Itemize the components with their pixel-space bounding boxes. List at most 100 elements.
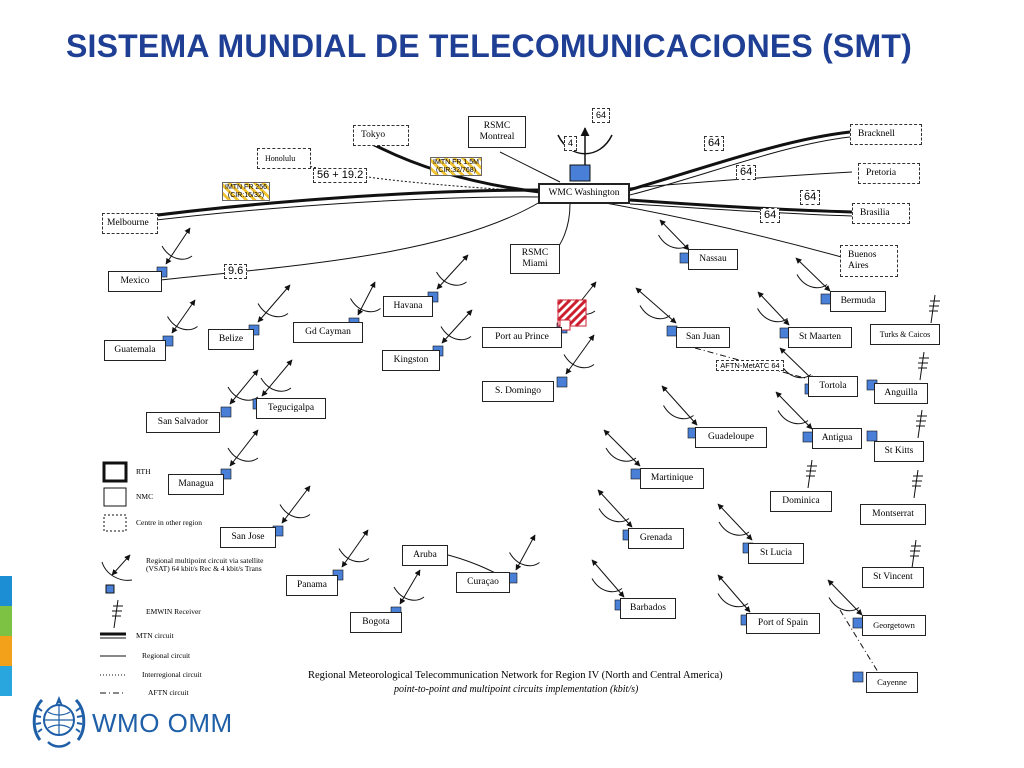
badge-aftn: AFTN-MetATC 64: [716, 360, 784, 371]
node-melbourne: Melbourne: [102, 213, 158, 234]
node-georgetown: Georgetown: [862, 615, 926, 636]
node-aruba: Aruba: [402, 545, 448, 566]
node-st-lucia: St Lucia: [748, 543, 804, 564]
vsat-dish-28: [338, 548, 370, 563]
node-port-au-prince: Port au Prince: [482, 327, 562, 348]
emwin-antenna-3: [912, 469, 923, 499]
node-anguilla: Anguilla: [874, 383, 928, 404]
node-kingston: Kingston: [382, 350, 440, 371]
node-grenada: Grenada: [628, 528, 684, 549]
vsat-arrow-0: [165, 227, 191, 265]
node-s-domingo: S. Domingo: [482, 381, 554, 402]
vsat-dish-25: [260, 377, 292, 392]
vsat-dish-5: [440, 326, 472, 341]
legend-other-region: Centre in other region: [136, 518, 203, 527]
badge-64-brasilia: 64: [800, 190, 821, 205]
bar-segment-4: [0, 666, 12, 696]
vsat-arrow-18: [597, 489, 633, 528]
vsat-arrow-10: [757, 291, 790, 326]
diagram-subcaption: point-to-point and multipoint circuits i…: [394, 684, 639, 695]
vsat-arrow-4: [436, 254, 469, 290]
bar-segment-3: [0, 636, 12, 666]
station-square-15: [866, 430, 878, 442]
emwin-antenna-0: [929, 294, 940, 324]
node-bermuda: Bermuda: [830, 291, 886, 312]
vsat-dish-30: [509, 552, 540, 567]
node-honolulu: Honolulu: [257, 148, 311, 169]
vsat-arrow-17: [603, 429, 641, 467]
node-san-salvador: San Salvador: [146, 412, 220, 433]
station-square-7: [556, 376, 568, 388]
vsat-arrow-8: [659, 219, 690, 251]
hub-square: [569, 164, 591, 182]
bar-segment-1: [0, 576, 12, 606]
vsat-arrow-1: [171, 299, 196, 334]
node-guatemala: Guatemala: [104, 340, 166, 361]
node-rsmc-montreal: RSMC Montreal: [468, 116, 526, 148]
vsat-dish-17: [605, 447, 637, 462]
vsat-dish-22: [828, 597, 860, 612]
legend-aftn: AFTN circuit: [148, 688, 189, 697]
node-managua: Managua: [168, 474, 224, 495]
vsat-dish-1: [167, 316, 198, 331]
vsat-dish-20: [591, 578, 623, 593]
vsat-arrow-5: [441, 309, 473, 344]
legend-nmc: NMC: [136, 492, 154, 501]
wmo-emblem-icon: [32, 696, 86, 748]
emwin-antenna-4: [910, 539, 921, 569]
red-flag: [556, 298, 588, 331]
vsat-arrow-26: [229, 429, 259, 467]
vsat-dish-19: [718, 521, 750, 536]
node-turks-caicos: Turks & Caicos: [870, 324, 940, 345]
vsat-dish-18: [598, 508, 630, 523]
node-mexico: Mexico: [108, 271, 162, 292]
vsat-arrow-24: [229, 369, 259, 405]
vsat-dish-10: [757, 308, 788, 323]
node-st-maarten: St Maarten: [788, 327, 852, 348]
node-port-of-spain: Port of Spain: [746, 613, 820, 634]
legend-symbols: [100, 461, 133, 694]
node-rsmc-miami: RSMC Miami: [510, 244, 560, 274]
node-tegucigalpa: Tegucigalpa: [256, 398, 326, 419]
vsat-arrow-16: [661, 385, 698, 426]
node-bogota: Bogota: [350, 612, 402, 633]
vsat-dish-24: [227, 386, 259, 401]
legend-rth: RTH: [136, 467, 151, 476]
vsat-arrow-7: [565, 334, 595, 375]
vsat-dish-11: [796, 274, 828, 289]
node-belize: Belize: [208, 329, 254, 350]
diagram-caption: Regional Meteorological Telecommunicatio…: [308, 670, 723, 681]
node-tokyo: Tokyo: [353, 125, 409, 146]
emwin-antenna-2: [916, 409, 927, 439]
emwin-antenna-1: [918, 351, 929, 381]
vsat-arrows: [156, 219, 878, 683]
vsat-arrow-9: [635, 287, 677, 324]
vsat-dish-29: [393, 586, 425, 601]
emwin-antenna-5: [806, 459, 817, 489]
node-nassau: Nassau: [688, 249, 738, 270]
vsat-arrow-28: [341, 529, 369, 568]
imtn-fr-1-5m: IMTN FR 1.5M (CIR:32/768): [430, 157, 482, 176]
node-san-jose: San Jose: [220, 527, 276, 548]
vsat-dish-16: [663, 405, 694, 420]
node-antigua: Antigua: [812, 428, 862, 449]
badge-64-top: 64: [592, 108, 611, 123]
node-curacao: Curaçao: [456, 572, 510, 593]
vsat-arrow-29: [399, 569, 421, 605]
station-square-23: [852, 671, 864, 683]
vsat-dish-26: [227, 447, 259, 462]
node-pretoria: Pretoria: [858, 163, 920, 184]
node-st-kitts: St Kitts: [874, 441, 924, 462]
vsat-arrow-12: [779, 347, 815, 382]
badge-sat-4: 4: [564, 136, 578, 151]
vsat-arrow-3: [357, 281, 376, 316]
emwin-antenna-6: [112, 599, 123, 629]
node-bracknell: Bracknell: [850, 124, 922, 145]
vsat-arrow-25: [261, 359, 293, 397]
node-montserrat: Montserrat: [860, 504, 926, 525]
node-barbados: Barbados: [620, 598, 676, 619]
vsat-dish-21: [717, 593, 749, 608]
vsat-dish-0: [161, 245, 193, 260]
vsat-dish-13: [777, 410, 809, 425]
